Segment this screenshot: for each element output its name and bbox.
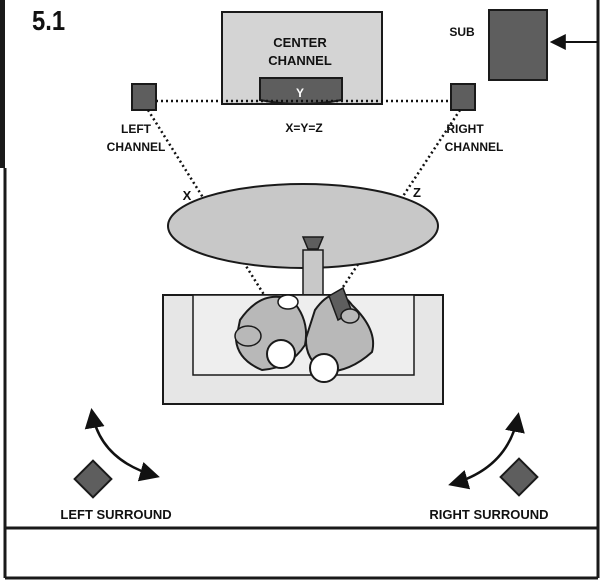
z-distance-label: Z <box>413 185 421 200</box>
listener-left <box>234 294 308 372</box>
listener-right <box>304 286 374 383</box>
center-channel-label-line1: CENTER <box>273 35 327 50</box>
x-distance-label: X <box>183 188 192 203</box>
right-channel-speaker <box>450 83 476 111</box>
curved-double-arrow-icon <box>84 408 160 482</box>
right-surround-label: RIGHT SURROUND <box>429 507 548 522</box>
distance-equation-label: X=Y=Z <box>285 121 322 135</box>
right-channel-label-line2: CHANNEL <box>445 140 504 154</box>
left-surround-label: LEFT SURROUND <box>60 507 171 522</box>
curved-double-arrow-icon <box>448 412 525 490</box>
right-surround-speaker <box>499 457 539 497</box>
center-channel-label-line2: CHANNEL <box>268 53 332 68</box>
left-channel-speaker <box>131 83 157 111</box>
center-speaker-y-label: Y <box>296 86 304 100</box>
left-channel-label-line1: LEFT <box>121 122 152 136</box>
right-channel-label-line1: RIGHT <box>446 122 484 136</box>
left-channel-label-line2: CHANNEL <box>107 140 166 154</box>
left-surround-speaker <box>73 459 113 499</box>
diagram-title: 5.1 <box>32 4 65 36</box>
sub-label: SUB <box>449 25 475 39</box>
subwoofer <box>488 9 548 81</box>
